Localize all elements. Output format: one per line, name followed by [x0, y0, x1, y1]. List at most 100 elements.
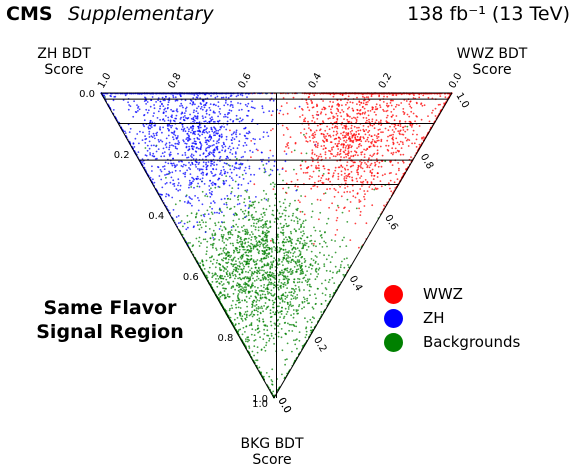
point-wwz	[345, 145, 348, 147]
point-backgrounds	[292, 304, 294, 307]
point-backgrounds	[304, 317, 306, 320]
point-backgrounds	[317, 268, 320, 271]
point-zh	[163, 120, 166, 122]
point-backgrounds	[234, 313, 237, 315]
point-backgrounds	[241, 333, 244, 336]
point-backgrounds	[314, 229, 317, 232]
point-backgrounds	[292, 280, 295, 283]
point-zh	[209, 135, 211, 138]
point-backgrounds	[292, 288, 294, 290]
point-zh	[198, 124, 201, 126]
point-zh	[226, 171, 229, 174]
point-zh	[230, 139, 233, 142]
point-backgrounds	[279, 273, 282, 276]
point-backgrounds	[243, 286, 246, 288]
point-zh	[196, 130, 199, 132]
point-backgrounds	[226, 266, 229, 268]
point-backgrounds	[278, 173, 281, 176]
point-zh	[249, 149, 252, 152]
point-backgrounds	[256, 313, 259, 316]
point-wwz	[286, 112, 289, 115]
point-backgrounds	[266, 229, 268, 232]
point-zh	[220, 133, 223, 136]
point-zh	[175, 216, 178, 218]
point-zh	[199, 107, 202, 110]
point-backgrounds	[314, 303, 317, 305]
point-zh	[150, 123, 153, 126]
point-wwz	[422, 136, 425, 139]
point-zh	[114, 95, 117, 98]
point-zh	[246, 105, 249, 108]
point-backgrounds	[246, 263, 248, 266]
point-backgrounds	[236, 249, 238, 252]
point-backgrounds	[314, 255, 317, 257]
point-zh	[220, 126, 222, 129]
point-zh	[231, 153, 234, 155]
point-zh	[201, 177, 204, 180]
point-backgrounds	[274, 278, 277, 280]
point-backgrounds	[279, 302, 281, 304]
point-zh	[215, 104, 217, 107]
point-backgrounds	[244, 241, 247, 244]
point-backgrounds	[257, 229, 260, 232]
point-backgrounds	[329, 261, 332, 264]
point-wwz	[282, 187, 284, 190]
point-backgrounds	[299, 253, 302, 256]
point-backgrounds	[263, 197, 266, 200]
point-backgrounds	[281, 274, 284, 277]
point-zh	[176, 108, 178, 111]
point-backgrounds	[255, 218, 258, 221]
point-zh	[169, 121, 172, 123]
point-wwz	[416, 133, 418, 136]
point-wwz	[339, 152, 342, 155]
point-wwz	[339, 148, 342, 151]
point-zh	[261, 105, 264, 108]
point-backgrounds	[260, 257, 263, 260]
point-zh	[167, 162, 170, 165]
point-wwz	[379, 121, 382, 123]
point-wwz	[413, 142, 416, 145]
point-backgrounds	[267, 200, 269, 202]
point-zh	[212, 120, 215, 123]
point-zh	[151, 121, 154, 124]
point-backgrounds	[290, 323, 292, 326]
point-zh	[235, 152, 237, 155]
point-zh	[190, 155, 192, 157]
point-backgrounds	[247, 262, 250, 265]
point-backgrounds	[258, 250, 261, 252]
point-wwz	[323, 192, 325, 195]
point-wwz	[400, 147, 403, 150]
point-zh	[209, 196, 212, 198]
point-backgrounds	[295, 309, 298, 311]
point-backgrounds	[287, 251, 290, 254]
point-zh	[195, 96, 198, 99]
point-backgrounds	[232, 225, 235, 228]
point-backgrounds	[273, 301, 276, 304]
point-zh	[246, 189, 249, 192]
point-backgrounds	[271, 380, 274, 383]
point-backgrounds	[260, 238, 263, 241]
point-zh	[138, 142, 140, 145]
point-zh	[177, 143, 180, 146]
point-backgrounds	[298, 218, 301, 221]
point-backgrounds	[263, 235, 266, 238]
point-wwz	[343, 176, 346, 178]
point-backgrounds	[334, 265, 337, 268]
point-backgrounds	[234, 288, 237, 291]
point-wwz	[325, 135, 327, 138]
point-zh	[211, 144, 214, 147]
point-backgrounds	[341, 239, 344, 242]
point-backgrounds	[266, 329, 269, 332]
point-wwz	[349, 115, 351, 118]
point-zh	[203, 215, 206, 218]
point-backgrounds	[279, 285, 282, 288]
point-wwz	[272, 188, 275, 191]
point-wwz	[253, 183, 256, 186]
point-backgrounds	[298, 304, 301, 306]
point-backgrounds	[260, 279, 262, 282]
point-backgrounds	[204, 213, 206, 216]
point-backgrounds	[291, 350, 293, 353]
point-zh	[199, 126, 202, 129]
point-zh	[241, 163, 243, 166]
